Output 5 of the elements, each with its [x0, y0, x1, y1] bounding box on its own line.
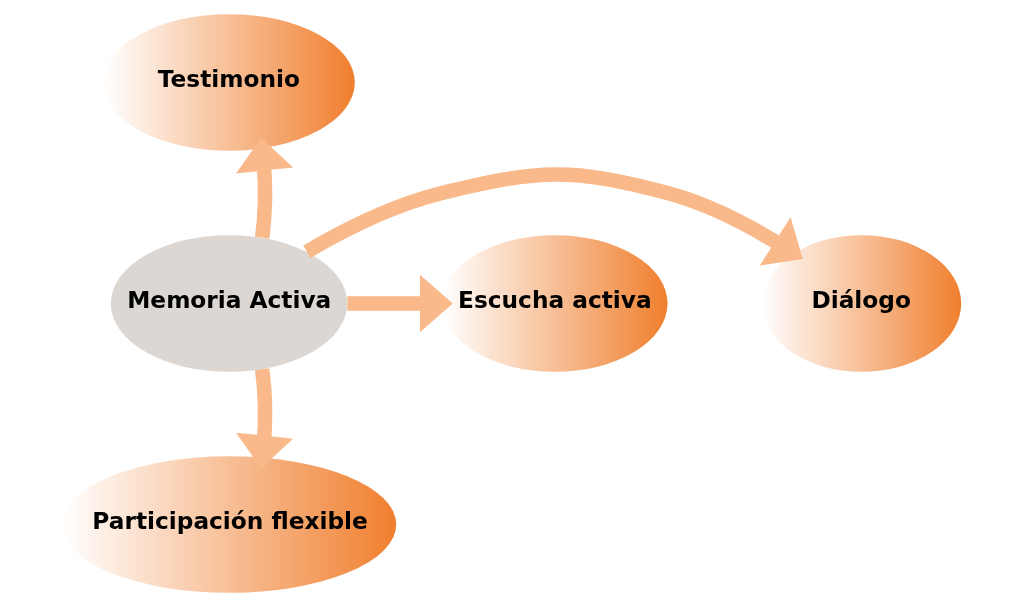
node-ellipse: Memoria Activa	[110, 235, 348, 372]
arrow	[303, 167, 803, 266]
arrow	[236, 368, 294, 469]
arrow	[236, 137, 294, 239]
arrow	[347, 274, 453, 333]
